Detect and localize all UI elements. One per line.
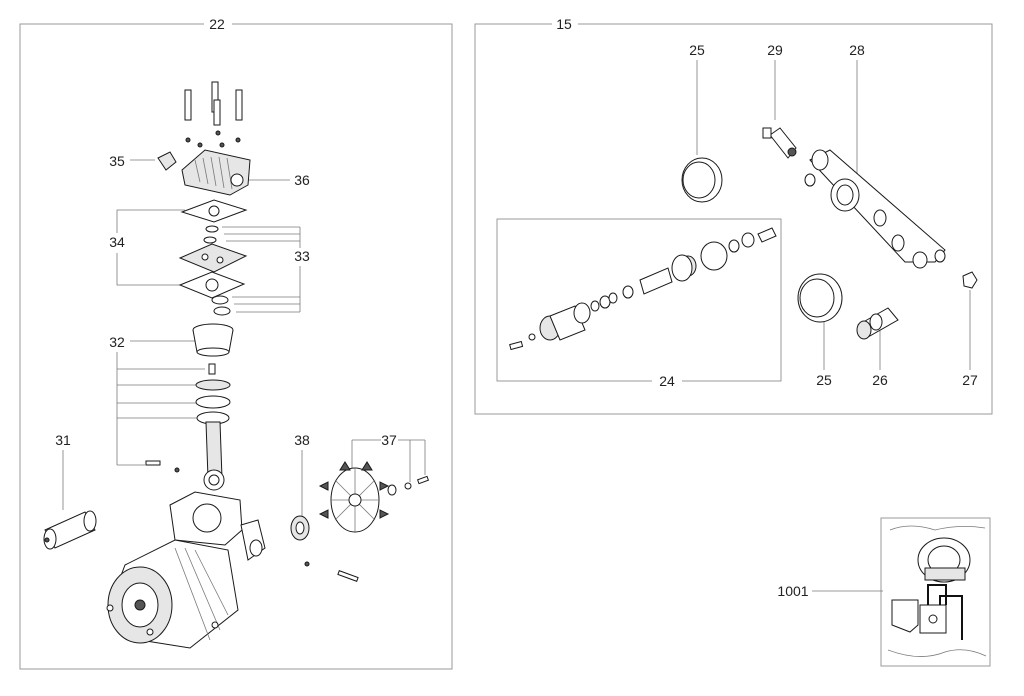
frame-24 [496,218,782,382]
manifold-28 [804,149,946,269]
crankcase [169,491,266,561]
valve-reeds [203,225,219,244]
frame-22 [19,23,453,670]
label-1001[interactable]: 1001 [777,583,808,599]
valve-plate [178,243,248,273]
label-37[interactable]: 37 [381,432,397,448]
label-28[interactable]: 28 [849,42,865,58]
label-32[interactable]: 32 [109,334,125,350]
label-24[interactable]: 24 [659,373,675,389]
filter-element-25-top [681,157,723,203]
label-33[interactable]: 33 [294,248,310,264]
elbow-fitting-35 [157,151,177,171]
label-27[interactable]: 27 [962,372,978,388]
label-36[interactable]: 36 [294,172,310,188]
capacitor-31 [43,510,97,550]
wiring-inset-1001 [887,525,987,657]
label-22[interactable]: 22 [209,16,225,32]
cylinder-sleeve [192,323,234,357]
label-25-top[interactable]: 25 [689,42,705,58]
label-25-bottom[interactable]: 25 [816,372,832,388]
label-38[interactable]: 38 [294,432,310,448]
filter-element-25-bottom [797,273,843,323]
label-34[interactable]: 34 [109,234,125,250]
head-bolts [184,81,243,148]
valve-parts-lower [211,295,231,316]
bearing-38 [290,515,359,582]
frame-1001 [880,517,991,667]
label-29[interactable]: 29 [767,42,783,58]
leader-lines [62,60,971,592]
connecting-rod [145,421,225,491]
fan-37 [318,461,430,533]
gasket-top [180,199,248,223]
frame-15 [474,23,993,415]
motor-housing [106,539,239,649]
label-15[interactable]: 15 [556,16,572,32]
piston-parts [195,363,231,425]
nut-27 [962,271,978,289]
cylinder-head [181,149,251,196]
coupling-26 [856,307,899,340]
check-valve-24 [509,227,777,351]
label-26[interactable]: 26 [872,372,888,388]
label-35[interactable]: 35 [109,153,125,169]
label-31[interactable]: 31 [55,432,71,448]
gasket-bottom [178,271,246,299]
pressure-switch-fitting-29 [762,127,797,159]
